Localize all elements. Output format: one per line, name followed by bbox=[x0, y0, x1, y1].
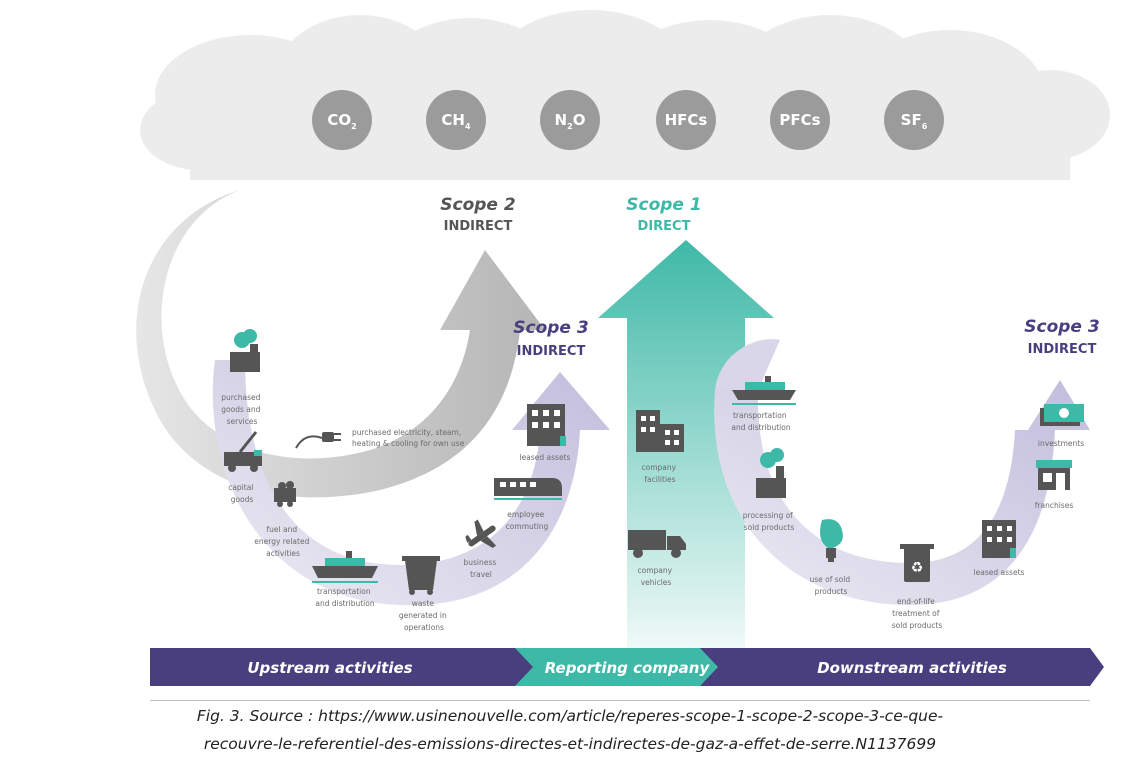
purchased-electricity-label: purchased electricity, steam, heating & … bbox=[352, 428, 465, 448]
scope3-upstream-label: Scope 3 INDIRECT bbox=[513, 318, 588, 359]
gas-circles: CO2 CH4 N2O HFCs PFCs SF6 bbox=[312, 90, 944, 150]
scope2-arrow bbox=[136, 190, 545, 498]
ship-icon bbox=[312, 551, 378, 583]
processing-factory-icon bbox=[756, 448, 786, 498]
svg-text:♻: ♻ bbox=[911, 560, 924, 576]
upstream-activities-label: Upstream activities bbox=[247, 659, 412, 677]
crane-truck-icon bbox=[224, 431, 262, 472]
upstream-transport-label: transportation and distribution bbox=[315, 587, 374, 608]
svg-text:Scope 2: Scope 2 bbox=[440, 195, 515, 215]
truck-icon bbox=[628, 530, 686, 558]
lightbulb-icon bbox=[820, 519, 843, 562]
svg-text:CO2: CO2 bbox=[327, 111, 356, 131]
gas-hfcs: HFCs bbox=[656, 90, 716, 150]
end-of-life-label: end-of-life treatment of sold products bbox=[892, 597, 943, 630]
svg-text:HFCs: HFCs bbox=[665, 111, 708, 129]
company-vehicles-label: company vehicles bbox=[638, 566, 675, 587]
diagram-canvas: CO2 CH4 N2O HFCs PFCs SF6 Scope 2 INDIRE… bbox=[136, 10, 1110, 686]
svg-text:Scope 3: Scope 3 bbox=[513, 318, 588, 338]
gas-co2: CO2 bbox=[312, 90, 372, 150]
upstream-leased-assets-label: leased assets bbox=[520, 453, 571, 462]
svg-text:Scope 1: Scope 1 bbox=[626, 195, 701, 215]
company-facilities-label: company facilities bbox=[642, 463, 679, 484]
downstream-ship-icon bbox=[732, 376, 796, 405]
downstream-transport-label: transportation and distribution bbox=[731, 411, 790, 432]
gas-pfcs: PFCs bbox=[770, 90, 830, 150]
figure-caption: Fig. 3. Source : https://www.usinenouvel… bbox=[0, 702, 1140, 758]
capital-goods-label: capital goods bbox=[228, 483, 256, 504]
plug-icon bbox=[295, 432, 341, 449]
svg-text:CH4: CH4 bbox=[441, 111, 471, 131]
caption-line-1: Fig. 3. Source : https://www.usinenouvel… bbox=[196, 707, 944, 725]
gas-ch4: CH4 bbox=[426, 90, 486, 150]
downstream-building-icon bbox=[982, 520, 1016, 558]
svg-text:INDIRECT: INDIRECT bbox=[1028, 342, 1097, 357]
scope3-upstream-arrow bbox=[212, 360, 610, 606]
scope1-label: Scope 1 DIRECT bbox=[626, 195, 701, 234]
svg-text:N2O: N2O bbox=[555, 111, 586, 131]
purchased-goods-label: purchased goods and services bbox=[221, 393, 263, 426]
svg-text:PFCs: PFCs bbox=[779, 111, 820, 129]
downstream-leased-assets-label: leased assets bbox=[974, 568, 1025, 577]
factory-icon bbox=[230, 329, 260, 372]
storefront-icon bbox=[1036, 460, 1072, 490]
investments-label: investments bbox=[1038, 439, 1084, 448]
cloud-band bbox=[140, 10, 1110, 180]
franchises-label: franchises bbox=[1035, 501, 1074, 510]
activity-bar: Upstream activities Reporting company Do… bbox=[150, 648, 1104, 686]
caption-divider bbox=[150, 700, 1090, 701]
employee-commuting-label: employee commuting bbox=[506, 510, 549, 531]
waste-label: waste generated in operations bbox=[399, 599, 449, 632]
recycle-bin-icon: ♻ bbox=[900, 544, 934, 582]
scope2-label: Scope 2 INDIRECT bbox=[440, 195, 515, 234]
processing-label: processing of sold products bbox=[743, 511, 795, 532]
business-travel-label: business travel bbox=[463, 558, 498, 579]
gas-n2o: N2O bbox=[540, 90, 600, 150]
downstream-activities-label: Downstream activities bbox=[817, 659, 1007, 677]
money-icon bbox=[1040, 404, 1084, 426]
svg-text:SF6: SF6 bbox=[901, 111, 928, 131]
caption-line-2: recouvre-le-referentiel-des-emissions-di… bbox=[203, 735, 937, 753]
use-of-sold-products-label: use of sold products bbox=[809, 575, 852, 596]
svg-text:INDIRECT: INDIRECT bbox=[444, 219, 513, 234]
svg-text:DIRECT: DIRECT bbox=[638, 219, 691, 234]
company-building-icon bbox=[636, 410, 684, 452]
fuel-energy-label: fuel and energy related activities bbox=[254, 525, 311, 558]
airplane-icon bbox=[465, 519, 497, 548]
gas-sf6: SF6 bbox=[884, 90, 944, 150]
dumpster-icon bbox=[402, 556, 440, 595]
train-icon bbox=[494, 478, 562, 500]
coal-cart-icon bbox=[274, 481, 296, 507]
svg-text:INDIRECT: INDIRECT bbox=[517, 344, 586, 359]
scope3-downstream-label: Scope 3 INDIRECT bbox=[1024, 317, 1099, 357]
reporting-company-label: Reporting company bbox=[545, 659, 711, 677]
svg-text:Scope 3: Scope 3 bbox=[1024, 317, 1099, 337]
building-icon bbox=[527, 404, 566, 446]
